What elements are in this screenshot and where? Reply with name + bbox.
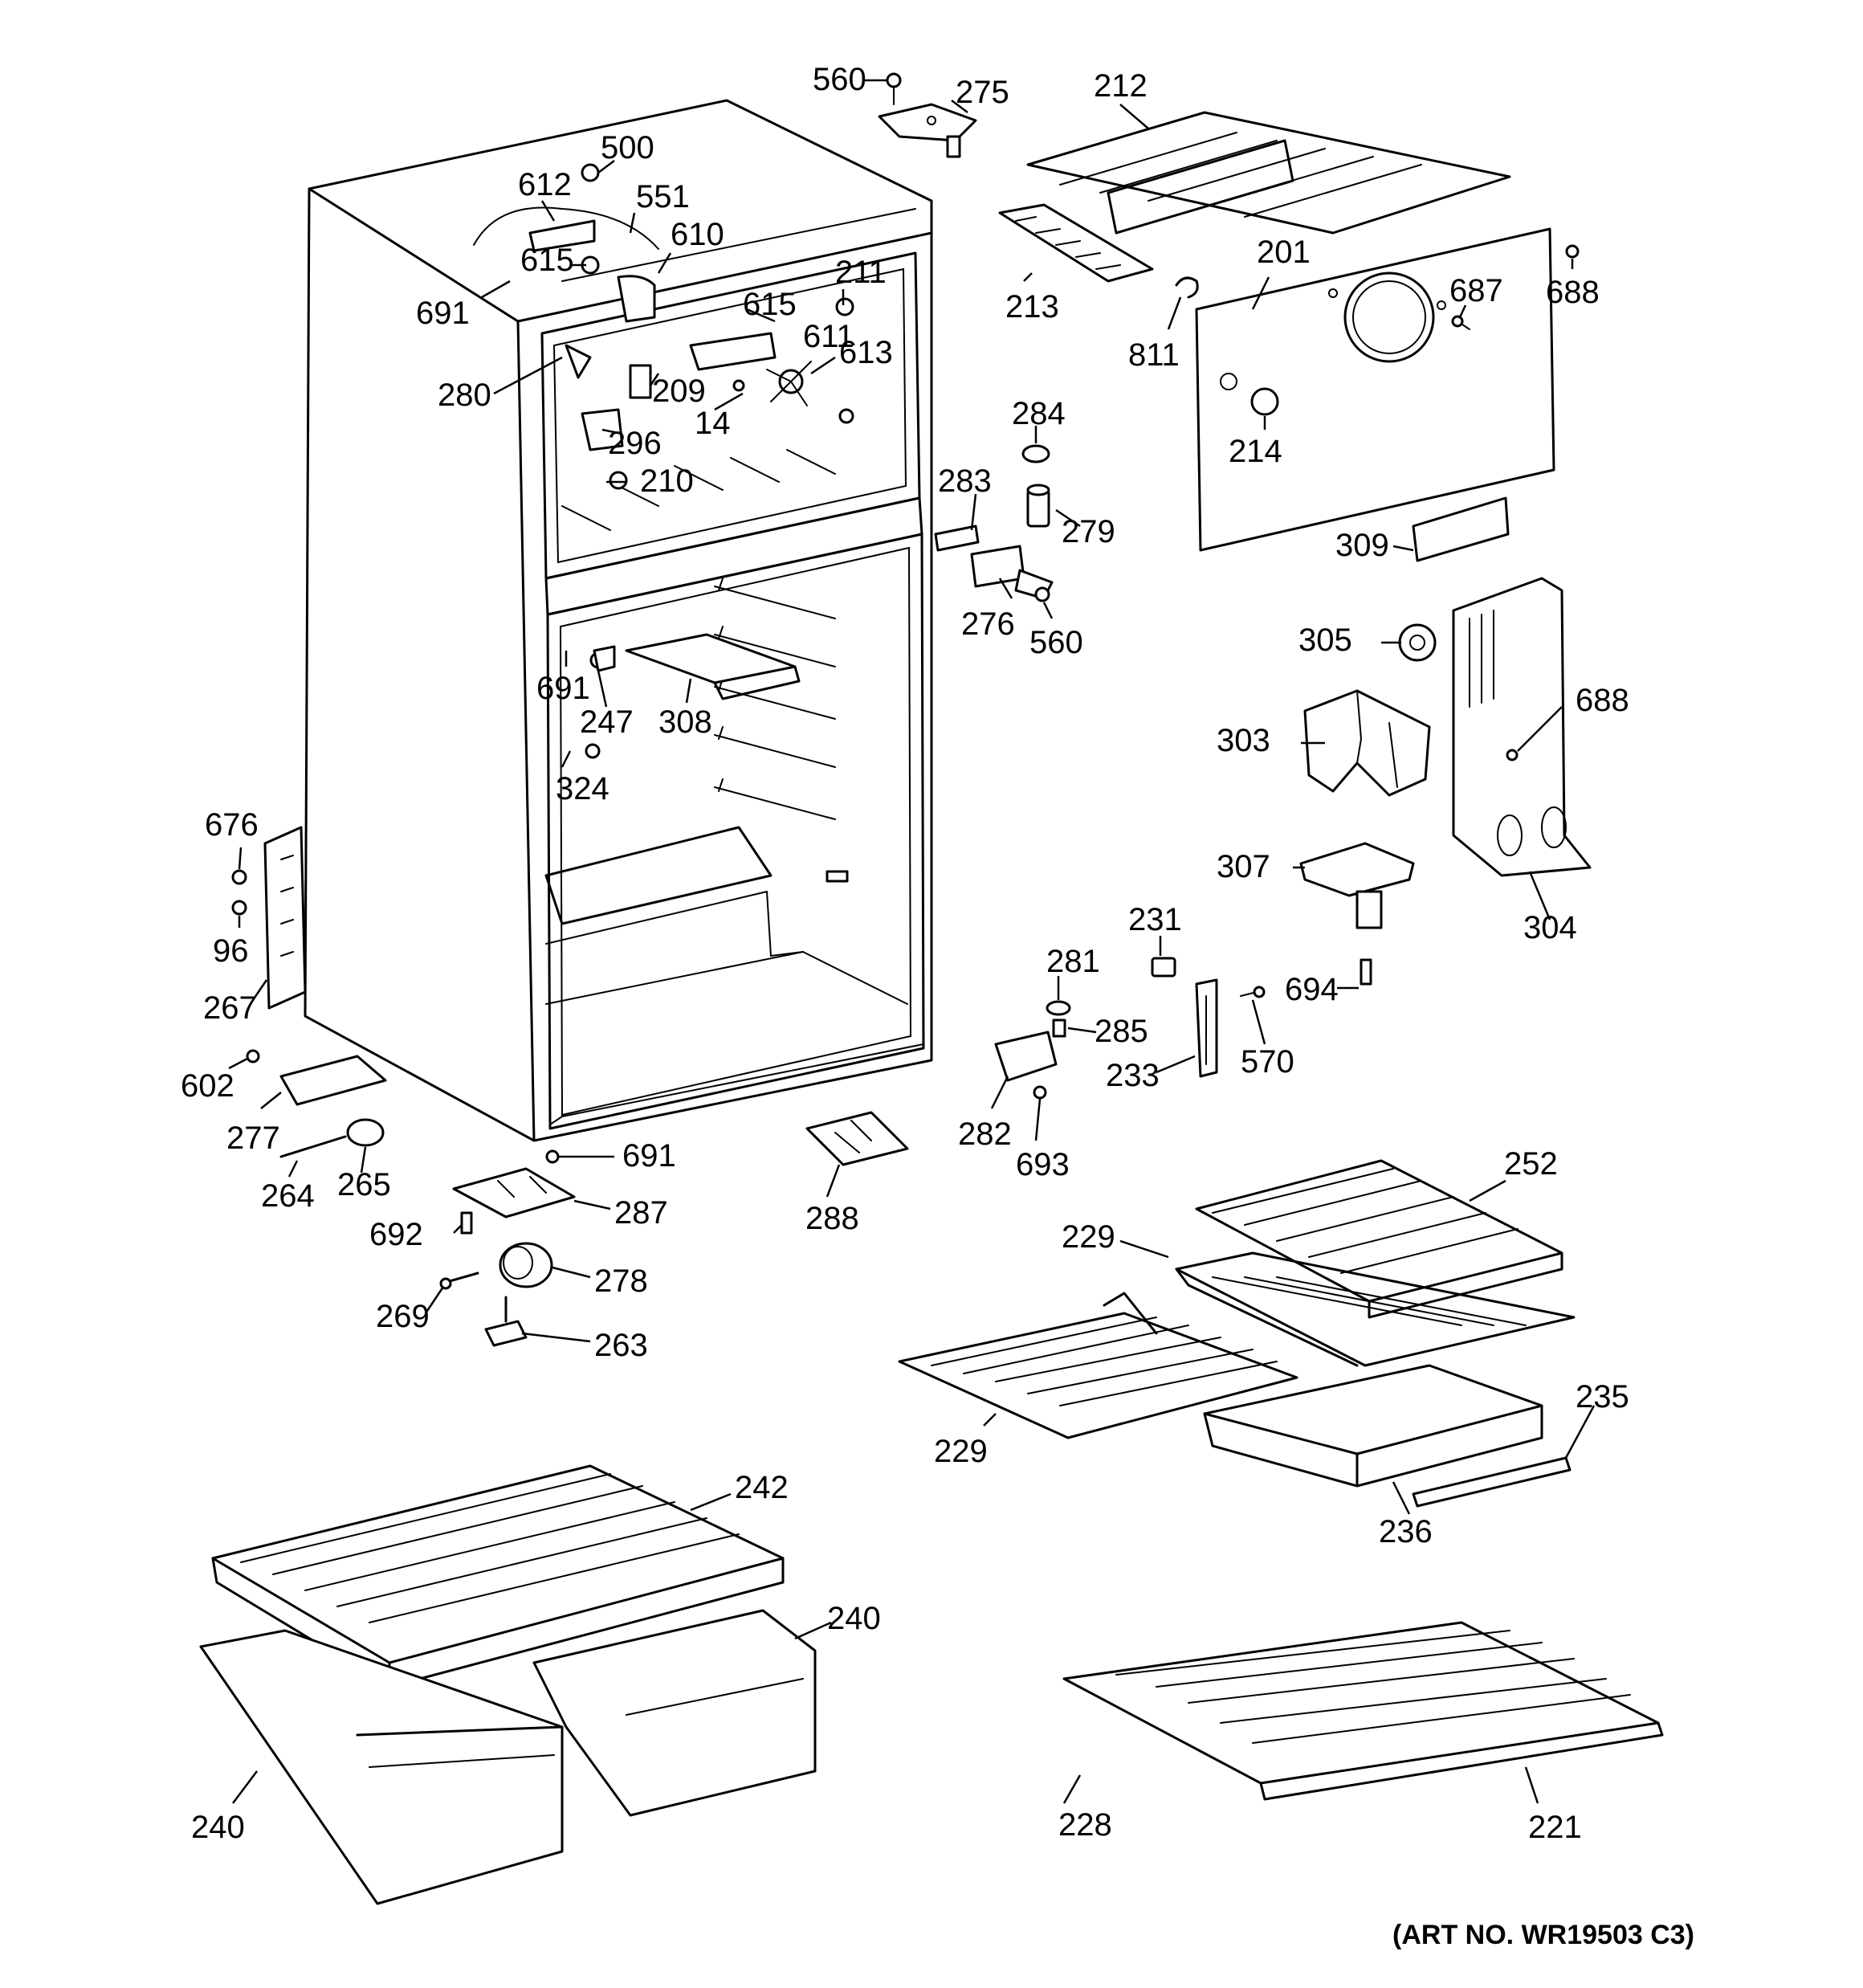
label-242: 242 — [735, 1470, 789, 1505]
label-676: 676 — [205, 807, 259, 843]
label-687: 687 — [1449, 273, 1503, 308]
label-615-b: 615 — [743, 287, 797, 322]
label-209: 209 — [652, 374, 706, 409]
label-283: 283 — [938, 463, 992, 499]
label-233: 233 — [1106, 1058, 1160, 1093]
label-615-a: 615 — [520, 243, 574, 278]
label-691-a: 691 — [416, 296, 470, 331]
refrigerator-cabinet — [304, 99, 933, 1142]
label-305: 305 — [1298, 623, 1352, 658]
label-288: 288 — [805, 1201, 859, 1236]
label-269: 269 — [376, 1299, 430, 1334]
label-610: 610 — [671, 217, 724, 252]
label-263: 263 — [594, 1328, 648, 1363]
crisper-assembly — [199, 1464, 817, 1905]
label-692: 692 — [369, 1217, 423, 1252]
label-307: 307 — [1217, 849, 1270, 884]
label-96: 96 — [213, 933, 249, 969]
label-252: 252 — [1504, 1146, 1558, 1182]
label-214: 214 — [1229, 434, 1282, 469]
label-287: 287 — [614, 1195, 668, 1231]
label-688-b: 688 — [1576, 683, 1629, 718]
label-688-a: 688 — [1546, 275, 1600, 310]
label-240-left: 240 — [191, 1810, 245, 1845]
label-570: 570 — [1241, 1044, 1294, 1080]
label-210: 210 — [640, 463, 694, 499]
art-number: (ART NO. WR19503 C3) — [1392, 1920, 1694, 1950]
label-280: 280 — [438, 378, 491, 413]
label-201: 201 — [1257, 235, 1311, 270]
label-284: 284 — [1012, 396, 1066, 431]
label-551: 551 — [636, 179, 690, 214]
label-612: 612 — [518, 167, 572, 202]
label-229-left: 229 — [934, 1434, 988, 1469]
fresh-food-shelves — [898, 1159, 1664, 1801]
label-267: 267 — [203, 990, 257, 1026]
label-693: 693 — [1016, 1147, 1070, 1182]
label-285: 285 — [1095, 1014, 1148, 1049]
label-221: 221 — [1528, 1810, 1582, 1845]
label-611: 611 — [803, 319, 854, 354]
base-hardware — [231, 826, 576, 1347]
label-811: 811 — [1128, 337, 1180, 373]
label-278: 278 — [594, 1263, 648, 1299]
label-240-right: 240 — [827, 1601, 881, 1636]
hinge-hardware — [805, 957, 1266, 1166]
label-235: 235 — [1576, 1379, 1629, 1414]
label-212: 212 — [1094, 68, 1148, 104]
label-247: 247 — [580, 704, 634, 740]
label-560-mid: 560 — [1029, 625, 1083, 660]
label-277: 277 — [226, 1121, 280, 1156]
label-213: 213 — [1005, 289, 1059, 325]
label-265: 265 — [337, 1167, 391, 1202]
label-228: 228 — [1058, 1807, 1112, 1843]
label-602: 602 — [181, 1068, 234, 1104]
label-308: 308 — [658, 704, 712, 740]
label-691-b: 691 — [536, 671, 590, 706]
part-labels: 560 275 212 500 612 551 610 615 691 211 … — [181, 62, 1694, 1950]
label-281: 281 — [1046, 944, 1100, 979]
label-236: 236 — [1379, 1514, 1433, 1549]
label-309: 309 — [1335, 528, 1389, 563]
label-303: 303 — [1217, 723, 1270, 758]
label-229-right: 229 — [1062, 1219, 1115, 1255]
label-324: 324 — [556, 771, 609, 806]
label-560-top: 560 — [813, 62, 866, 97]
label-304: 304 — [1523, 910, 1577, 945]
leader-lines — [228, 79, 1596, 1804]
label-500: 500 — [601, 130, 654, 165]
label-694: 694 — [1285, 972, 1339, 1007]
dispenser-components — [1299, 577, 1592, 986]
label-276: 276 — [961, 606, 1015, 642]
label-211: 211 — [835, 255, 887, 290]
label-613: 613 — [839, 335, 893, 370]
label-275: 275 — [956, 75, 1009, 110]
label-282: 282 — [958, 1116, 1012, 1152]
label-14: 14 — [695, 406, 731, 441]
label-264: 264 — [261, 1178, 315, 1214]
label-231: 231 — [1128, 902, 1182, 937]
label-296: 296 — [608, 426, 662, 461]
label-691-c: 691 — [622, 1138, 676, 1174]
label-279: 279 — [1062, 514, 1115, 549]
freezer-components — [878, 72, 1580, 602]
